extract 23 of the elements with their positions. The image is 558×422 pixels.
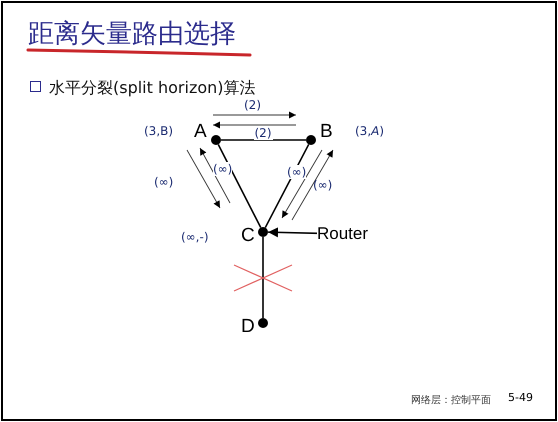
message-label: (∞) [287, 165, 306, 179]
edge-label: (2) [254, 126, 272, 140]
node-label: C [241, 226, 255, 246]
node-label: B [320, 122, 333, 142]
distance-label: (3,B) [144, 124, 174, 138]
arrow [268, 227, 318, 238]
page-number: 5-49 [508, 391, 533, 404]
bullet-text: 水平分裂(split horizon)算法 [49, 78, 256, 97]
message-label: (∞,-) [181, 230, 209, 244]
title: 距离矢量路由选择 [28, 18, 236, 51]
link-line [264, 144, 310, 228]
link-line [218, 144, 262, 228]
message-label: (∞) [213, 162, 232, 176]
node-label: D [241, 317, 255, 337]
router-label: Router [317, 223, 369, 245]
distance-label: (3,A) [355, 124, 384, 138]
link-line [221, 139, 306, 141]
link-line [262, 237, 264, 318]
message-label: (∞) [313, 178, 332, 192]
message-label: (∞) [154, 175, 174, 189]
footer-text: 网络层：控制平面 [411, 394, 491, 407]
message-label: (2) [244, 98, 261, 112]
node-label: A [194, 122, 207, 142]
